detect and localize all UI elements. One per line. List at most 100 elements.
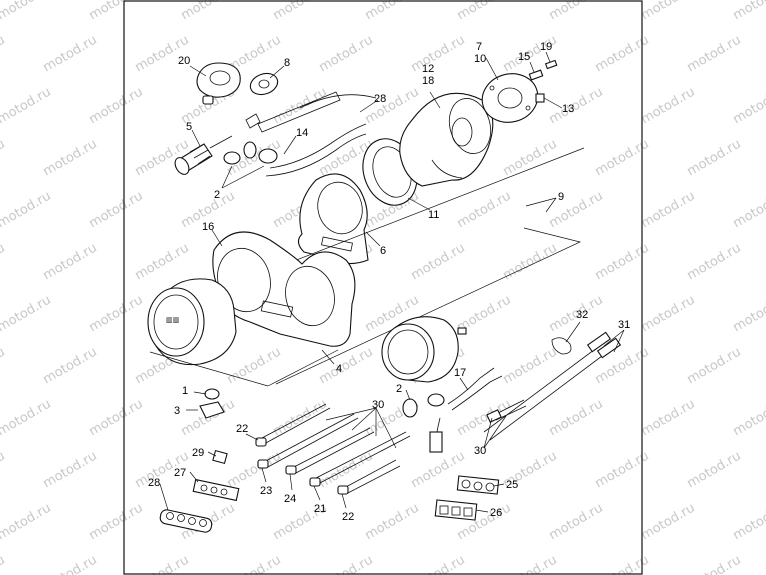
watermark-text: motod.ru xyxy=(0,137,8,180)
watermark-text: motod.ru xyxy=(731,189,766,232)
watermark-text: motod.ru xyxy=(363,0,422,23)
callout-22-upper: 22 xyxy=(236,423,248,435)
watermark-text: motod.ru xyxy=(0,397,54,440)
watermark-text: motod.ru xyxy=(225,345,284,388)
watermark-text: motod.ru xyxy=(87,397,146,440)
leader-lines xyxy=(159,51,625,513)
watermark-text: motod.ru xyxy=(0,189,54,232)
callout-3: 3 xyxy=(174,405,180,417)
group-4-boundary xyxy=(149,349,339,387)
callout-8: 8 xyxy=(284,57,290,69)
watermark-text: motod.ru xyxy=(0,33,8,76)
part-7-back-plate xyxy=(481,73,539,123)
callout-2-upper: 2 xyxy=(214,189,220,201)
callout-25: 25 xyxy=(506,479,518,491)
watermark-text: motod.ru xyxy=(317,449,376,492)
watermark-text: motod.ru xyxy=(731,85,766,128)
watermark-text: motod.ru xyxy=(685,345,744,388)
callout-1: 1 xyxy=(182,385,188,397)
part-6-bracket xyxy=(297,173,369,265)
callout-17: 17 xyxy=(454,367,466,379)
watermark-text: motod.ru xyxy=(547,0,606,23)
callout-32: 32 xyxy=(576,309,588,321)
watermark-text: motod.ru xyxy=(685,449,744,492)
callout-labels: 20 8 28 14 5 2 16 6 11 12 18 7 10 15 19 … xyxy=(148,41,630,523)
watermark-text: motod.ru xyxy=(547,189,606,232)
watermark-text: motod.ru xyxy=(409,33,468,76)
watermark-text: motod.ru xyxy=(685,553,744,575)
watermark-text: motod.ru xyxy=(0,85,54,128)
watermark-text: motod.ru xyxy=(0,345,8,388)
callout-20: 20 xyxy=(178,55,190,67)
callout-28-upper: 28 xyxy=(374,93,386,105)
part-1-bulb xyxy=(204,388,220,400)
watermark-text: motod.ru xyxy=(317,33,376,76)
part-32-clip xyxy=(551,337,572,355)
watermark-text: motod.ru xyxy=(409,241,468,284)
part-22-terminal-upper xyxy=(255,437,267,447)
callout-14: 14 xyxy=(296,127,308,139)
watermark-text: motod.ru xyxy=(179,397,238,440)
watermark-text: motod.ru xyxy=(731,0,766,23)
watermark-text: motod.ru xyxy=(0,501,54,544)
watermark-text: motod.ru xyxy=(685,137,744,180)
part-5-socket xyxy=(174,135,233,175)
watermark-text: motod.ru xyxy=(593,553,652,575)
part-28-lead xyxy=(245,91,377,133)
part-12-gauge-cup xyxy=(399,92,494,187)
callout-18: 18 xyxy=(422,75,434,87)
watermark-text: motod.ru xyxy=(133,553,192,575)
callout-26: 26 xyxy=(490,507,502,519)
watermark-text: motod.ru xyxy=(0,553,8,575)
watermark-text: motod.ru xyxy=(593,33,652,76)
callout-30-right: 30 xyxy=(474,445,486,457)
watermark-text: motod.ru xyxy=(363,501,422,544)
part-14-harness xyxy=(265,123,367,177)
watermark-text: motod.ru xyxy=(41,33,100,76)
callout-23: 23 xyxy=(260,485,272,497)
watermark-text: motod.ru xyxy=(133,241,192,284)
watermark-text: motod.ru xyxy=(731,293,766,336)
callout-12: 12 xyxy=(422,63,434,75)
callout-31: 31 xyxy=(618,319,630,331)
part-15-screw xyxy=(528,69,544,81)
watermark-text: motod.ru xyxy=(685,33,744,76)
part-3-socket xyxy=(199,401,225,419)
part-28-grommet xyxy=(159,509,213,533)
watermark-text: motod.ru xyxy=(455,0,514,23)
watermark-text: motod.ru xyxy=(225,449,284,492)
callout-15: 15 xyxy=(518,51,530,63)
watermark-text: motod.ru xyxy=(639,293,698,336)
watermark-text: motod.ru xyxy=(87,0,146,23)
watermark-text: motod.ru xyxy=(87,189,146,232)
callout-2-lower: 2 xyxy=(396,383,402,395)
callout-30-left: 30 xyxy=(372,399,384,411)
watermark-text: motod.ru xyxy=(41,449,100,492)
watermark-text: motod.ru xyxy=(731,501,766,544)
watermark-text: motod.ru xyxy=(639,0,698,23)
part-22-terminal-lower xyxy=(337,485,349,495)
watermark-text: motod.ru xyxy=(41,137,100,180)
callout-24: 24 xyxy=(284,493,296,505)
part-30-harness-right xyxy=(486,399,527,423)
part-27-connector xyxy=(192,478,240,502)
watermark-text: motod.ru xyxy=(547,501,606,544)
part-31-harness xyxy=(483,331,622,441)
watermark-text: motod.ru xyxy=(501,241,560,284)
part-25-lens-panel xyxy=(456,475,500,495)
watermark-text: motod.ru xyxy=(87,293,146,336)
watermark-text: motod.ru xyxy=(0,449,8,492)
watermark-text: motod.ru xyxy=(225,553,284,575)
watermark-text: motod.ru xyxy=(41,345,100,388)
watermark-text: motod.ru xyxy=(271,0,330,23)
watermark-text: motod.ru xyxy=(271,85,330,128)
watermark-text: motod.ru xyxy=(593,449,652,492)
watermark-text: motod.ru xyxy=(87,501,146,544)
watermark-text: motod.ru xyxy=(179,0,238,23)
watermark-text: motod.ru xyxy=(639,501,698,544)
part-2-bulbs-upper xyxy=(223,141,278,165)
watermark-text: motod.ru xyxy=(87,85,146,128)
callout-27: 27 xyxy=(174,467,186,479)
watermark-text: motod.ru xyxy=(41,553,100,575)
